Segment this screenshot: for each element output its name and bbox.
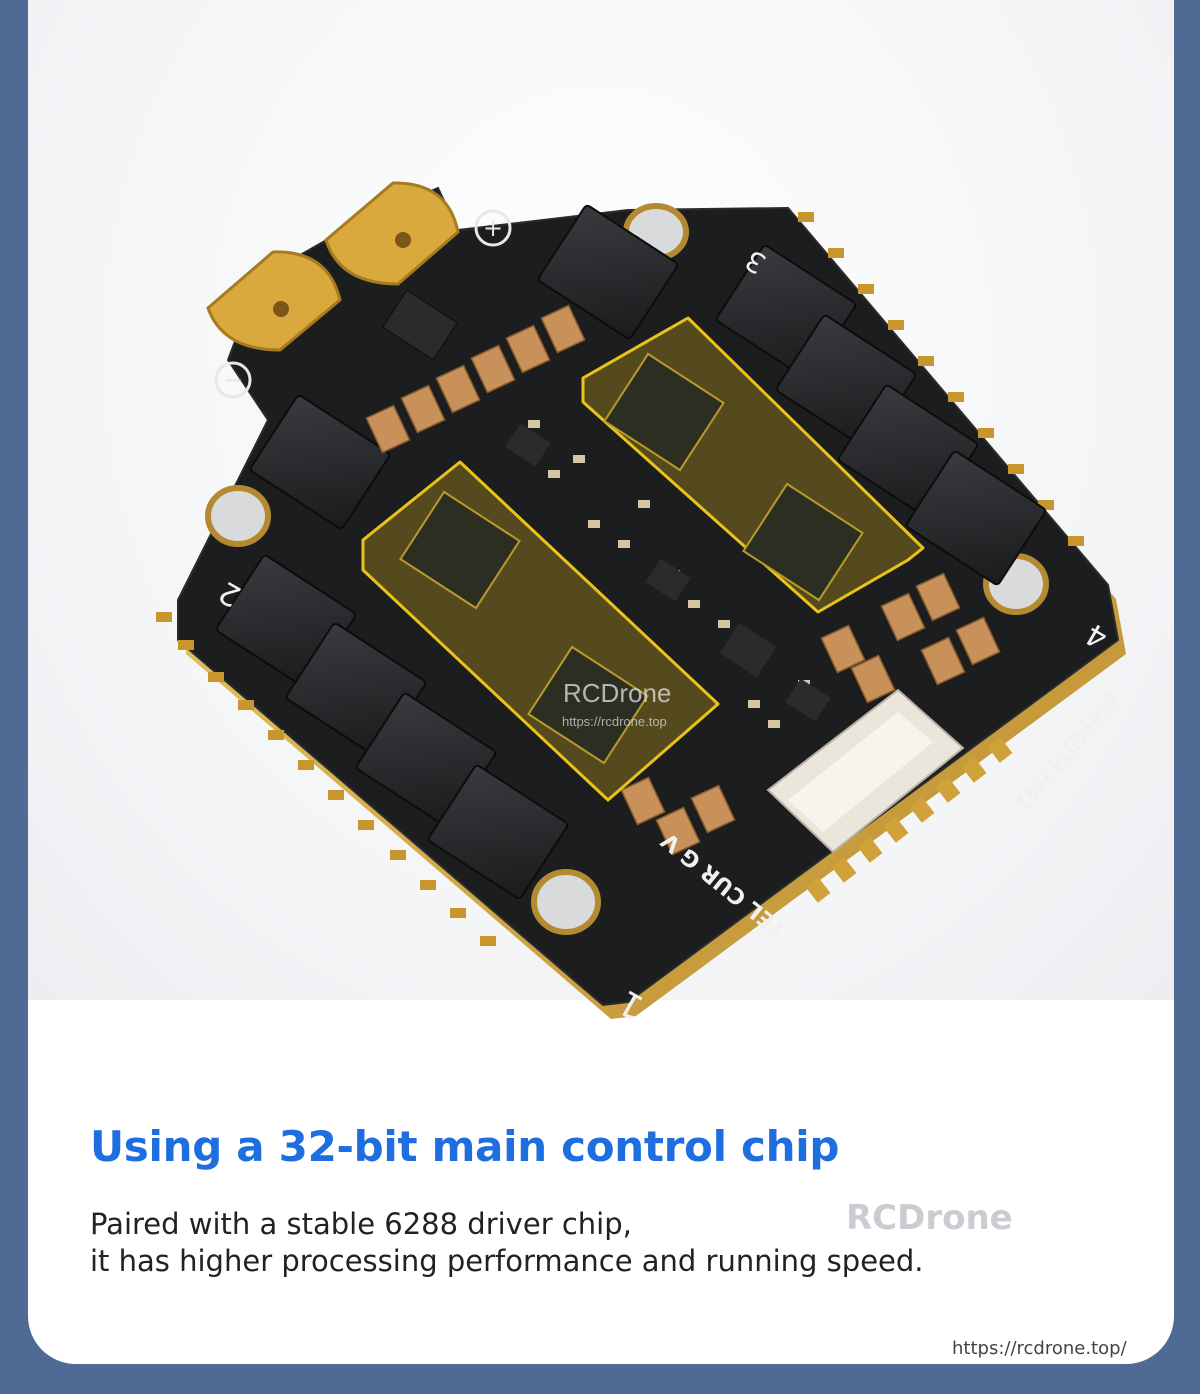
pad-plus-label: + xyxy=(483,214,503,242)
edge-pads-left xyxy=(156,612,496,946)
signal-pads xyxy=(805,737,1013,903)
esc-board-illustration: − + xyxy=(156,181,1126,1027)
capacitors xyxy=(365,304,1001,856)
power-pad-plus xyxy=(324,181,460,286)
headline: Using a 32-bit main control chip xyxy=(90,1122,840,1171)
board-watermark: RCDrone xyxy=(563,678,671,708)
watermark-url: https://rcdrone.top/ xyxy=(948,1338,1131,1359)
pad-minus-label: − xyxy=(223,366,243,394)
mosfets xyxy=(215,204,1047,900)
board-connector xyxy=(766,688,965,854)
mosfet xyxy=(427,764,569,900)
driver-chip xyxy=(742,482,864,602)
mosfet xyxy=(249,394,391,530)
description-line-2: it has higher processing performance and… xyxy=(90,1244,924,1278)
edge-pads-right xyxy=(798,212,1084,546)
power-pad-minus xyxy=(206,250,342,352)
board-watermark-url: https://rcdrone.top xyxy=(562,714,667,729)
mount-hole xyxy=(205,485,271,547)
mosfet xyxy=(905,450,1047,586)
mosfet xyxy=(537,204,679,340)
mcu-chip xyxy=(399,490,521,610)
mount-hole xyxy=(531,869,601,935)
product-card: − + xyxy=(28,0,1174,1364)
description-line-1: Paired with a stable 6288 driver chip, xyxy=(90,1207,632,1241)
regulator-chip xyxy=(382,289,458,361)
watermark-text: RCDrone xyxy=(846,1198,1013,1238)
mcu-highlight-right xyxy=(581,316,925,614)
description: Paired with a stable 6288 driver chip, i… xyxy=(90,1206,1090,1280)
mcu-highlight-left xyxy=(361,460,720,802)
mcu-chip xyxy=(603,352,725,472)
driver-chip xyxy=(527,645,649,765)
